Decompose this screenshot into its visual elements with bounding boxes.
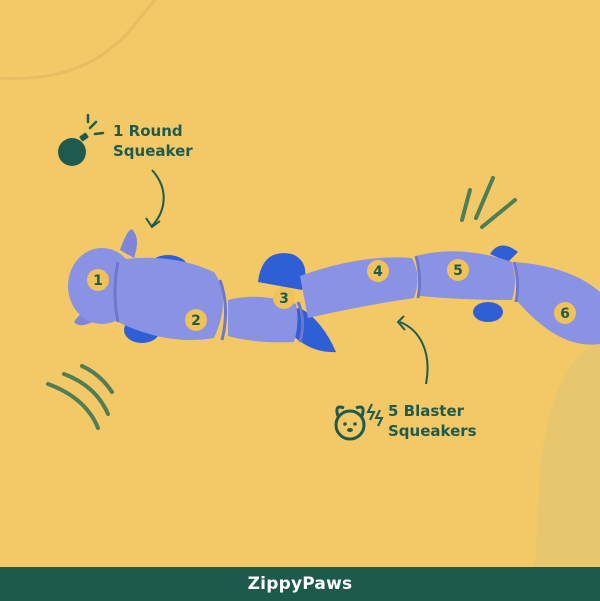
brand-logo: ZippyPaws [247,574,353,594]
footer-bar: ZippyPaws [0,567,600,601]
blaster-squeakers-label-line1: 5 Blaster [388,402,465,420]
background-blob [535,340,600,567]
toy-segment [514,262,600,345]
squeaker-number: 2 [191,313,201,329]
round-squeaker-icon [58,113,105,166]
round-squeaker-label: 1 Round Squeaker [113,121,193,161]
toy-fin [258,253,306,290]
round-squeaker-label-line1: 1 Round [113,122,183,140]
sound-wave-icon [46,364,114,430]
blaster-squeakers-label-line2: Squeakers [388,422,477,440]
curved-arrow-icon [151,169,165,227]
squeaker-badges [87,259,576,331]
toy-fin [490,245,518,262]
toy-illustration: 1 2 3 4 5 6 [68,229,600,353]
background-curve [0,0,157,80]
toy-seams [113,255,520,343]
squeaker-number: 5 [453,263,463,279]
motion-lines-icon [460,176,517,229]
toy-segment [300,257,418,318]
squeaker-number: 3 [279,291,289,307]
toy-segment [118,257,223,340]
blaster-squeaker-dog-icon [334,403,384,441]
toy-fin [473,302,503,322]
blaster-squeakers-label: 5 Blaster Squeakers [388,401,477,441]
curved-arrow-icon [399,321,429,385]
arrow-head [396,315,406,331]
arrow-head [145,217,161,229]
toy-ear [120,229,137,258]
background-decoration: 1 2 3 4 5 6 [0,0,600,567]
round-squeaker-label-line2: Squeaker [113,142,193,160]
squeaker-number: 6 [560,306,570,322]
squeaker-number: 4 [373,264,383,280]
squeaker-number: 1 [93,273,103,289]
